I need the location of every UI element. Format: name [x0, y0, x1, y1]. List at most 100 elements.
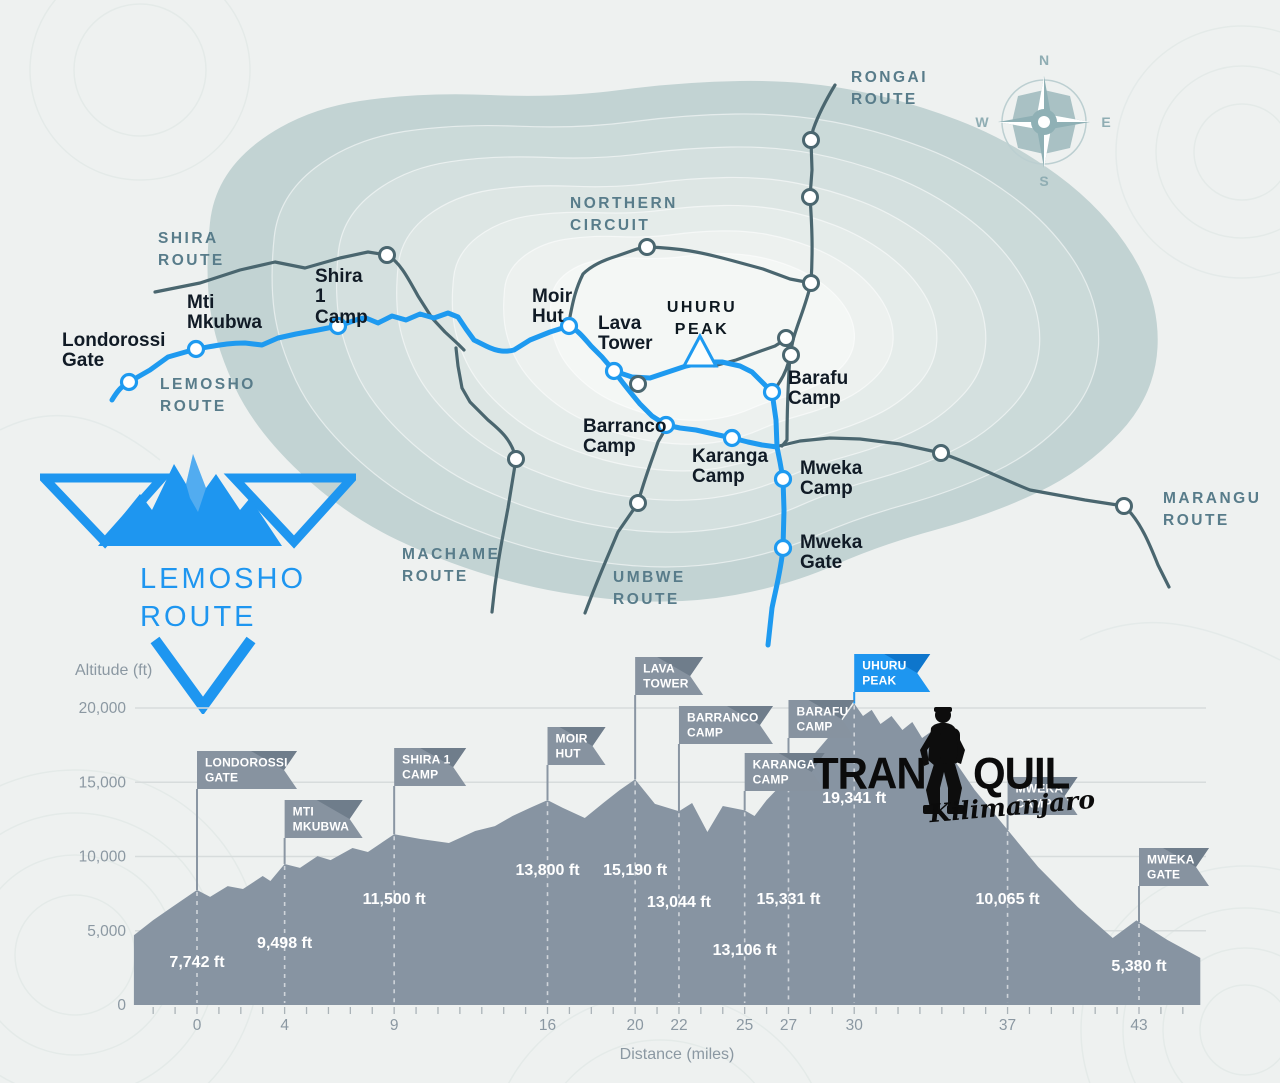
camp-marker-karanga — [722, 428, 742, 448]
compass-s-label: S — [1039, 173, 1048, 189]
elevation-value-label: 5,380 ft — [1111, 958, 1167, 975]
flag-label: SHIRA 1 — [402, 753, 450, 767]
altitude-axis-label: Altitude (ft) — [75, 662, 153, 679]
flag-label: MTI — [293, 805, 314, 819]
y-tick-label: 10,000 — [79, 849, 127, 866]
flag-label: MKUBWA — [293, 820, 350, 834]
junction-marker — [1115, 497, 1133, 515]
flag-label: LONDOROSSI — [205, 756, 288, 770]
camp-marker-mweka-gate — [773, 538, 793, 558]
elevation-value-label: 9,498 ft — [257, 935, 313, 952]
flag-label: PEAK — [862, 674, 896, 688]
flag-label: CAMP — [402, 768, 438, 782]
flag-label: HUT — [556, 747, 582, 761]
tranquil-kilimanjaro-logo: TRAN QUIL Kilimanjaro — [811, 698, 1096, 838]
flag-label: MWEKA — [1016, 782, 1064, 796]
elevation-value-label: 11,500 ft — [363, 891, 427, 908]
flag-label: UHURU — [862, 659, 906, 673]
route-map: N E S W — [109, 52, 1171, 648]
elevation-value-label: 13,044 ft — [647, 894, 712, 911]
distance-axis-label: Distance (miles) — [619, 1046, 735, 1063]
flag-label: LAVA — [643, 662, 675, 676]
compass-e-label: E — [1101, 114, 1110, 130]
flag-label: MWEKA — [1147, 853, 1195, 867]
elevation-value-label: 19,341 ft — [822, 790, 887, 807]
y-tick-label: 15,000 — [79, 774, 127, 791]
x-tick-label: 4 — [280, 1017, 289, 1034]
camp-marker-mti-mkubwa — [186, 339, 206, 359]
junction-marker — [932, 444, 950, 462]
flag-label: CAMP — [753, 773, 789, 787]
camp-marker-shira1 — [328, 316, 348, 336]
y-tick-label: 20,000 — [79, 700, 127, 717]
x-tick-label: 20 — [627, 1017, 645, 1034]
junction-marker — [629, 375, 647, 393]
x-tick-label: 9 — [390, 1017, 399, 1034]
junction-marker — [777, 329, 795, 347]
flag-label: CAMP — [796, 720, 832, 734]
compass-rose: N E S W — [975, 52, 1110, 189]
camp-marker-mweka-camp — [773, 469, 793, 489]
junction-marker — [782, 346, 800, 364]
x-tick-label: 27 — [780, 1017, 797, 1034]
brand-word-1: TRAN — [813, 748, 927, 799]
uhuru-peak-triangle — [681, 332, 719, 368]
junction-marker — [629, 494, 647, 512]
flag-label: MOIR — [556, 732, 588, 746]
climber-icon — [920, 707, 965, 814]
y-tick-label: 5,000 — [87, 923, 126, 940]
camp-marker-lava-tower — [604, 361, 624, 381]
elevation-value-label: 7,742 ft — [169, 954, 225, 971]
elevation-value-label: 10,065 ft — [976, 891, 1041, 908]
flag-label: BARRANCO — [687, 711, 759, 725]
lemosho-route-logo: LEMOSHO ROUTE — [40, 452, 370, 722]
flag-label: GATE — [1147, 868, 1180, 882]
contour-band — [549, 253, 856, 421]
flag-label: CAMP — [687, 726, 723, 740]
flag-label: BARAFU — [796, 705, 848, 719]
x-tick-label: 22 — [670, 1017, 687, 1034]
junction-marker — [802, 131, 820, 149]
elevation-value-label: 15,190 ft — [603, 862, 668, 879]
x-tick-label: 43 — [1130, 1017, 1147, 1034]
y-tick-label: 0 — [117, 997, 126, 1014]
junction-marker — [801, 188, 819, 206]
shira-route-path — [153, 250, 466, 352]
junction-marker — [802, 274, 820, 292]
x-tick-label: 16 — [539, 1017, 556, 1034]
junction-marker — [507, 450, 525, 468]
flag-label: TOWER — [643, 677, 689, 691]
elevation-value-label: 15,331 ft — [756, 891, 821, 908]
northern-circuit-path — [567, 245, 813, 324]
lemosho-route-path — [109, 310, 787, 648]
compass-w-label: W — [975, 114, 989, 130]
x-tick-label: 37 — [999, 1017, 1016, 1034]
compass-n-label: N — [1039, 52, 1049, 68]
x-tick-label: 25 — [736, 1017, 753, 1034]
camp-marker-barafu — [762, 382, 782, 402]
x-tick-label: 30 — [846, 1017, 864, 1034]
elevation-value-label: 13,106 ft — [713, 942, 778, 959]
brand-word-2: QUIL — [973, 748, 1070, 799]
mountain-peaks-icon — [40, 454, 356, 549]
flag-label: KARANGA — [753, 758, 816, 772]
camp-marker-moir-hut — [559, 316, 579, 336]
junction-marker — [638, 238, 656, 256]
chevron-down-icon — [150, 636, 256, 714]
flag-label: GATE — [205, 771, 238, 785]
flag-label: CAMP — [1016, 797, 1052, 811]
camp-marker-londorossi — [119, 372, 139, 392]
